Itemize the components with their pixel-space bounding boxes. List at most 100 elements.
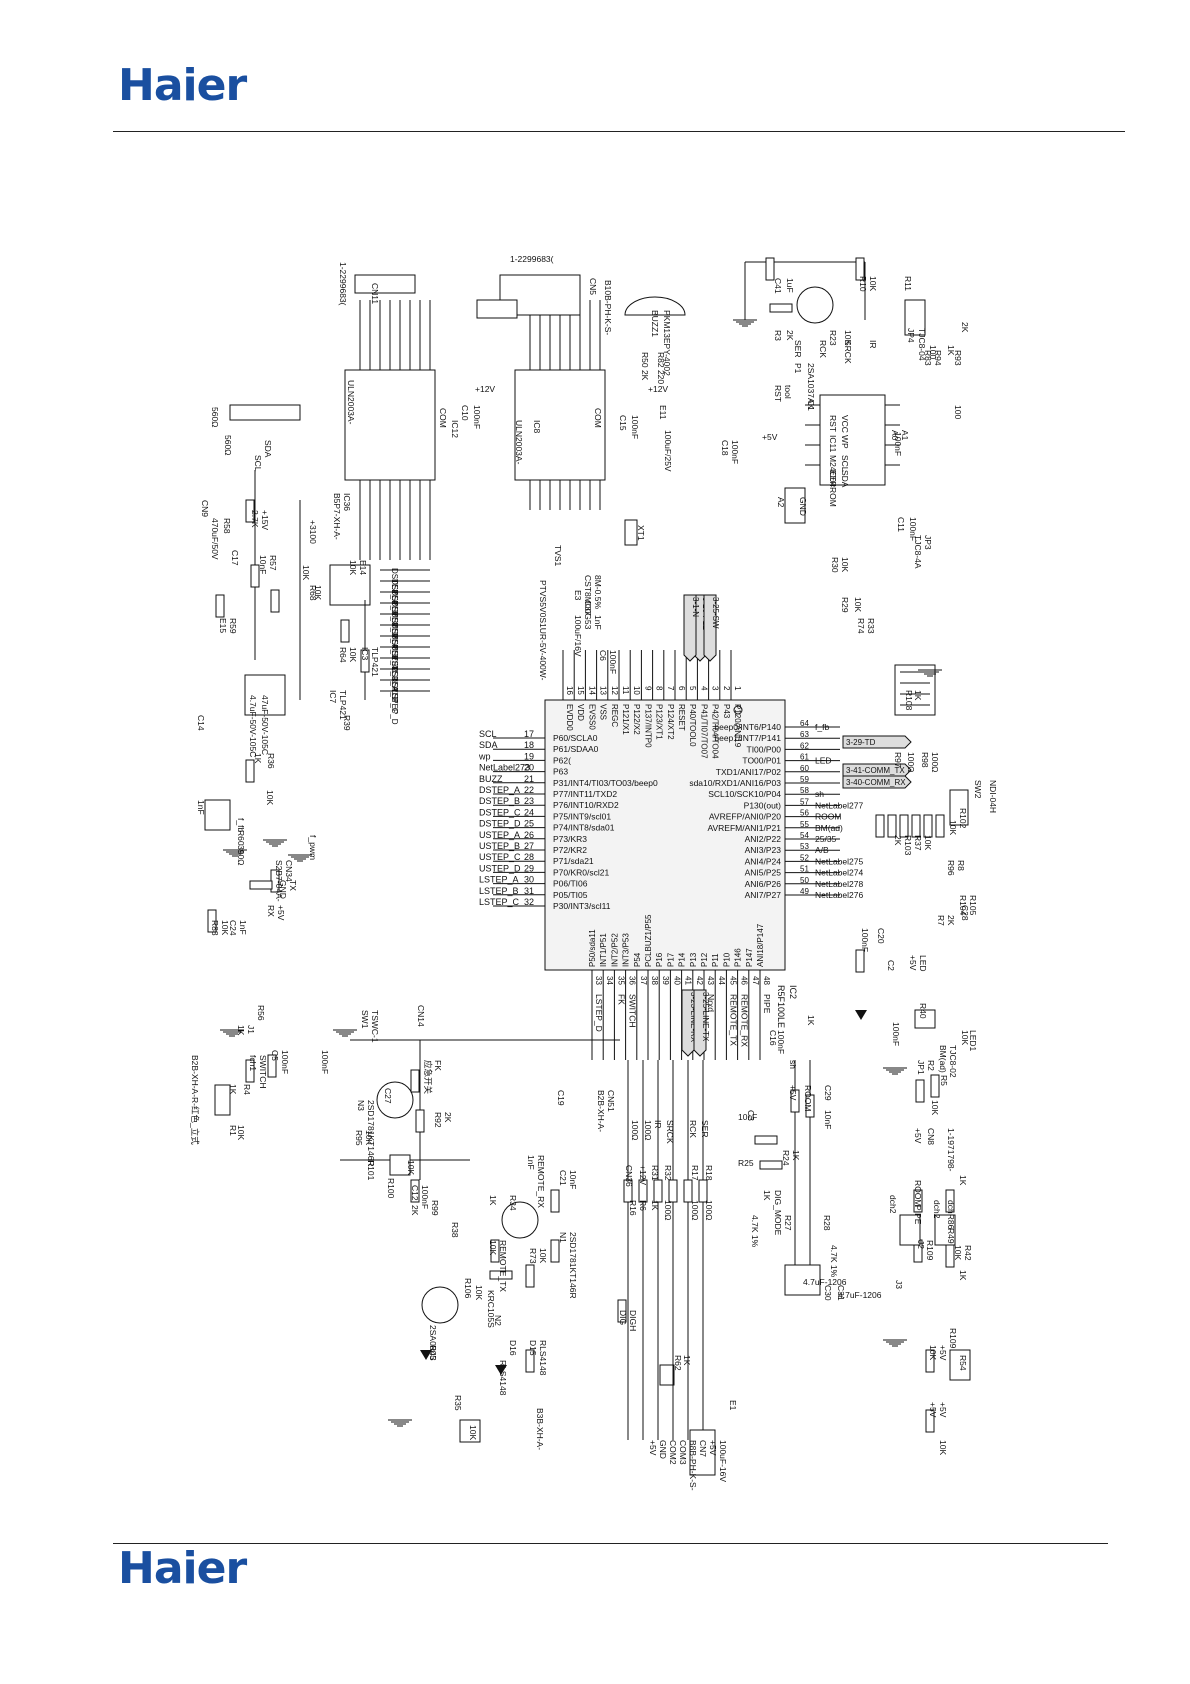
net-label: wp (478, 751, 491, 761)
component-label: 1K (682, 1355, 692, 1366)
pin-name: RESET (677, 704, 686, 731)
component-label: R74 (856, 618, 866, 634)
component-label: KRC105S (486, 1290, 496, 1328)
component-label: R97 (893, 752, 903, 768)
pin-name: PCLBUZ1/P55 (644, 914, 653, 967)
component-label: C3 (746, 1110, 756, 1121)
pin-number: 59 (800, 775, 809, 784)
pin-number: 55 (800, 820, 809, 829)
net-label: DSTEP_A (479, 785, 520, 795)
pin-name: TO00/P01 (742, 756, 781, 766)
ground-symbol (220, 1029, 244, 1037)
pin-name: P73/KR3 (553, 834, 587, 844)
component-label: 2.7K (250, 510, 260, 528)
offsheet-label: 3-41-COMM_TX (846, 766, 905, 775)
pin-number: 2 (722, 686, 731, 691)
component-label: R49 (946, 1228, 956, 1244)
component-label: A1 (900, 430, 910, 441)
component-label: 100Ω (690, 1200, 700, 1221)
component-label: SER (793, 340, 803, 357)
component-label: +3100 (308, 520, 318, 544)
component-label: f_pwm (308, 835, 318, 860)
component-label: GND (798, 497, 808, 516)
resistor-series (683, 1179, 693, 1203)
pin-name: TI00/P00 (747, 744, 782, 754)
header-rule (113, 131, 1125, 132)
component-label: N3 (356, 1100, 366, 1111)
component-label: B3B-XH-A- (535, 1408, 545, 1450)
pin-name: AVREFM/ANI1/P21 (707, 823, 781, 833)
resistor-r10 (765, 257, 775, 281)
component-label: R24 (781, 1150, 791, 1166)
pin-name: P72/KR2 (553, 845, 587, 855)
pin-name: TXD1/ANI17/P02 (716, 767, 781, 777)
component-label: NDI-04H (988, 780, 998, 813)
component-label: R94 (933, 350, 943, 366)
pin-number: 23 (524, 796, 534, 806)
component-label: J3 (894, 1280, 904, 1289)
component-label: E15 (218, 618, 228, 633)
component-label: R3 (773, 330, 783, 341)
component-label: ROOM (803, 1085, 813, 1111)
component-label: RST (773, 385, 783, 402)
net-label: USTEP_B (479, 841, 520, 851)
component-label: C24 (228, 920, 238, 936)
net-label: sh (815, 789, 824, 799)
component-label: R23 (828, 330, 838, 346)
component-label: PIPE (913, 1205, 923, 1225)
resistor-r95 (415, 1109, 425, 1133)
component-label: R64 (338, 647, 348, 663)
pin-name: P50/sda11 (588, 929, 597, 967)
component-label: +5V (938, 1345, 948, 1361)
net-label: A/B (815, 845, 829, 855)
component-label: R4 (242, 1084, 252, 1095)
resistor-series (638, 1179, 648, 1203)
net-label: SDA (479, 740, 498, 750)
component-label: +5V (276, 905, 286, 921)
offsheet-label: 3-29-TD (846, 738, 876, 747)
component-label: 100Ω (663, 1200, 673, 1221)
pin-number: 14 (587, 686, 596, 695)
component-label: C29 (823, 1085, 833, 1101)
component-label: SDA (840, 470, 850, 488)
pin-name: P10 (722, 952, 731, 967)
component-label: R109 (925, 1240, 935, 1261)
component-label: 10K (406, 1160, 416, 1175)
pin-name: VSS (599, 704, 608, 720)
component-label: B10B-PH-K-S- (603, 280, 613, 335)
component-label: CN14 (416, 1005, 426, 1027)
ground-symbol (288, 854, 312, 862)
net-label: BM(ad) (815, 823, 843, 833)
net-label: NetLabel274 (815, 868, 863, 878)
resistor-r106 (490, 1239, 500, 1263)
resistor-r38 (525, 1264, 535, 1288)
stepper-net-label: USTEP_B (390, 623, 399, 659)
component-label: R109 (948, 1328, 958, 1349)
optocoupler-ic7 (244, 674, 286, 716)
resistor-pack (949, 789, 969, 826)
component-label: 10K (868, 276, 878, 291)
pin-name: P147 (745, 948, 754, 967)
component-label: 1-1971798- (946, 1128, 956, 1172)
component-label: R35 (453, 1395, 463, 1411)
pin-number: 21 (524, 774, 534, 784)
component-label: 10K (923, 835, 933, 850)
pin-number: 38 (650, 976, 659, 985)
component-label: R1 (228, 1125, 238, 1136)
component-label: 100Ω (930, 752, 940, 773)
component-label: R37 (913, 835, 923, 851)
pin-number: 16 (565, 686, 574, 695)
component-label: GND (658, 1440, 668, 1459)
component-label: R34 (508, 1195, 518, 1211)
pin-number: 19 (524, 751, 534, 761)
net-label: USTEP_D (479, 863, 521, 873)
component-label: R2 (926, 1060, 936, 1071)
component-label: N1 (558, 1232, 568, 1243)
resistor-r40 (855, 949, 865, 973)
component-label: IC36 (342, 493, 352, 511)
net-label: DSTEP_D (479, 819, 521, 829)
jumper-j1 (949, 1349, 971, 1381)
component-label: 2K (443, 1112, 453, 1123)
pin-number: 43 (706, 976, 715, 985)
